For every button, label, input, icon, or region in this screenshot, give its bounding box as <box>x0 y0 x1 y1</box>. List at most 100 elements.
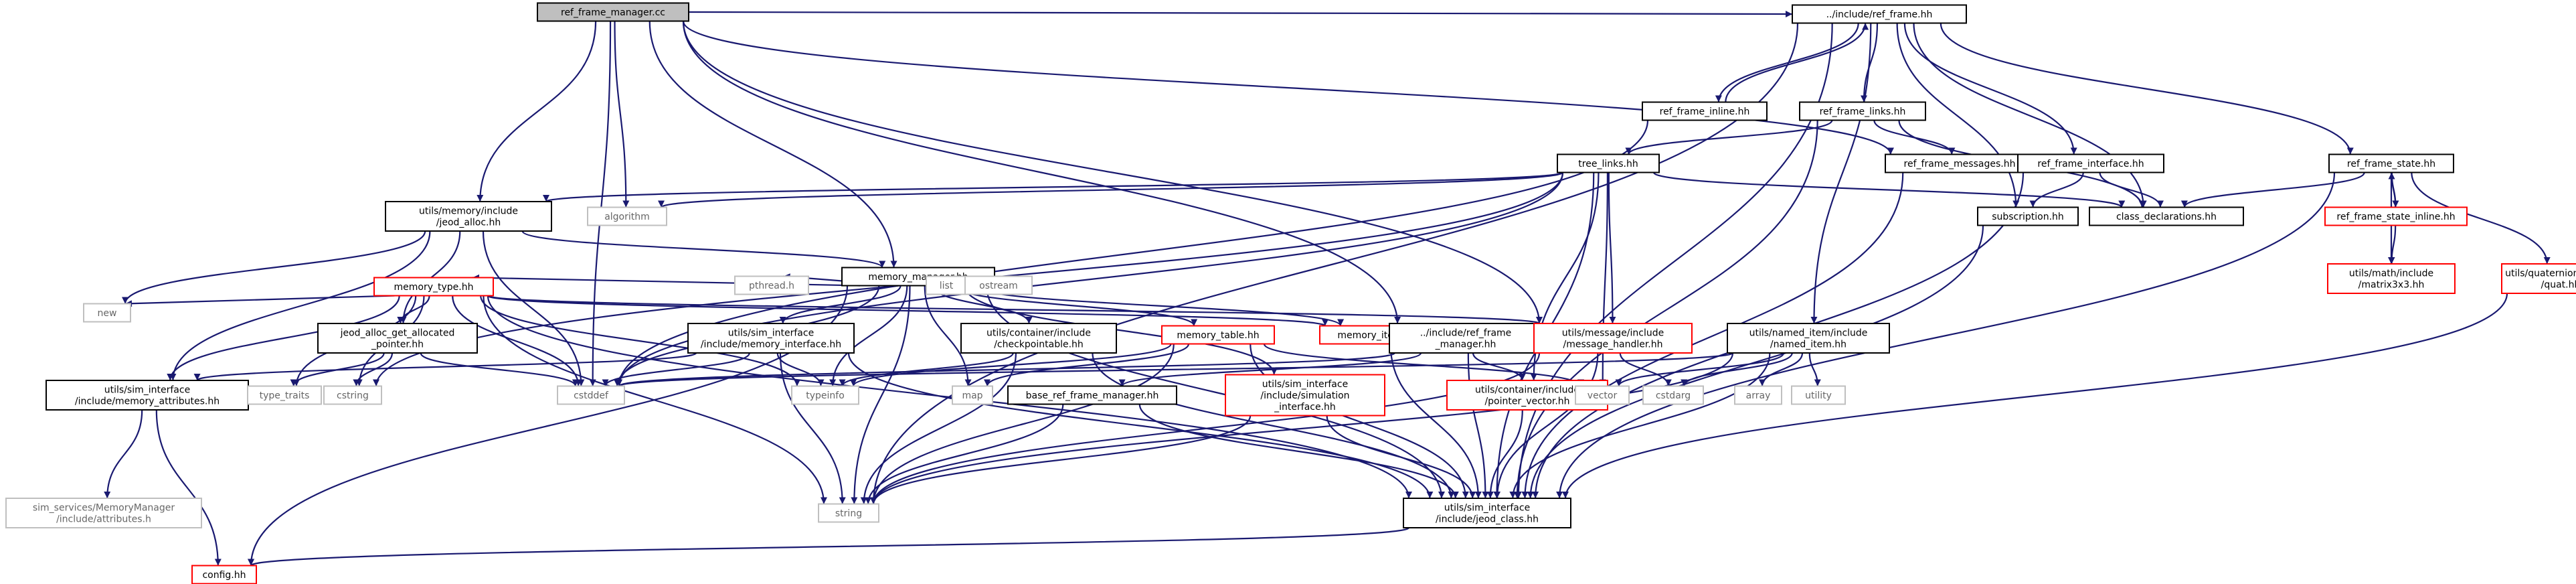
edge-arrowhead <box>1521 492 1529 498</box>
edge-ref-frame-to-jeod-class <box>1515 23 1833 499</box>
edge-arrowhead <box>1337 319 1345 326</box>
edge-base-rfm-to-string <box>865 404 1064 504</box>
node-message-handler[interactable]: utils/message/include/message_handler.hh <box>1533 323 1693 354</box>
node-label: _interface.hh <box>1274 402 1336 413</box>
node-rfm-hh[interactable]: ../include/ref_frame_manager.hh <box>1389 323 1543 354</box>
node-ref-frame[interactable]: ../include/ref_frame.hh <box>1792 4 1967 24</box>
node-list[interactable]: list <box>926 275 967 295</box>
node-ref-frame-inline[interactable]: ref_frame_inline.hh <box>1642 101 1768 121</box>
node-ref-frame-state-inline[interactable]: ref_frame_state_inline.hh <box>2324 206 2468 226</box>
node-cstdarg[interactable]: cstdarg <box>1642 385 1704 405</box>
node-ref-frame-state[interactable]: ref_frame_state.hh <box>2328 153 2454 173</box>
edge-arrowhead <box>477 195 484 202</box>
node-memory-table[interactable]: memory_table.hh <box>1161 325 1275 345</box>
node-get-alloc[interactable]: jeod_alloc_get_allocated_pointer.hh <box>317 323 478 354</box>
node-map[interactable]: map <box>952 385 993 405</box>
node-string[interactable]: string <box>818 503 879 523</box>
dependency-edges <box>104 10 2551 567</box>
node-box <box>2328 153 2454 173</box>
node-tree-links[interactable]: tree_links.hh <box>1557 153 1660 173</box>
edge-line <box>863 352 1017 504</box>
node-quat[interactable]: utils/quaternion/include/quat.hh <box>2501 263 2576 294</box>
edge-arrowhead <box>865 497 872 504</box>
edge-line <box>124 230 426 304</box>
dependency-nodes: ref_frame_manager.cc ../include/ref_frame… <box>5 2 2576 584</box>
node-jeod-class[interactable]: utils/sim_interface/include/jeod_class.h… <box>1403 498 1571 528</box>
node-cstring[interactable]: cstring <box>323 385 382 405</box>
node-new[interactable]: new <box>83 303 131 323</box>
node-array[interactable]: array <box>1734 385 1782 405</box>
node-box <box>734 275 809 295</box>
edge-arrowhead <box>779 317 786 323</box>
node-vector[interactable]: vector <box>1575 385 1630 405</box>
node-label: /include/memory_interface.hh <box>701 340 841 350</box>
node-ostream[interactable]: ostream <box>964 275 1033 295</box>
edge-arrowhead <box>1462 492 1469 498</box>
edge-arrowhead <box>214 559 222 566</box>
edge-arrowhead <box>879 261 886 268</box>
node-label: /include/attributes.h <box>56 514 151 525</box>
edge-arrowhead <box>839 497 846 504</box>
edge-line <box>1863 23 1879 102</box>
edge-arrowhead <box>622 200 630 208</box>
node-matrix3x3[interactable]: utils/math/include/matrix3x3.hh <box>2327 263 2456 294</box>
node-box <box>1885 153 2035 173</box>
edge-line <box>482 230 582 386</box>
node-label: utils/memory/include <box>419 206 518 217</box>
node-sim-iface[interactable]: utils/sim_interface/include/simulation_i… <box>1225 374 1385 417</box>
edge-arrowhead <box>1530 374 1537 380</box>
node-label: ref_frame_manager.cc <box>561 7 665 18</box>
node-label: string <box>835 508 862 519</box>
edge-line <box>1652 171 2123 208</box>
node-jeod-alloc[interactable]: utils/memory/include/jeod_alloc.hh <box>385 201 552 232</box>
node-memory-type[interactable]: memory_type.hh <box>373 277 494 297</box>
node-label: /quat.hh <box>2541 280 2576 291</box>
node-ref-frame-interface[interactable]: ref_frame_interface.hh <box>2017 153 2164 173</box>
edge-get-alloc-to-cstddef <box>420 352 579 386</box>
node-mem-attr[interactable]: utils/sim_interface/include/memory_attri… <box>46 380 249 411</box>
edge-arrowhead <box>1862 23 1869 30</box>
edge-arrowhead <box>1609 317 1616 323</box>
edge-ref-frame-state-to-class-declarations <box>2180 172 2365 208</box>
node-label: utils/sim_interface <box>728 328 814 339</box>
edge-line <box>1618 352 1785 386</box>
node-ref-frame-links[interactable]: ref_frame_links.hh <box>1799 101 1926 121</box>
node-utility[interactable]: utility <box>1791 385 1846 405</box>
edge-arrowhead <box>572 379 579 386</box>
node-box <box>1403 498 1571 528</box>
node-base-rfm[interactable]: base_ref_frame_manager.hh <box>1007 385 1177 405</box>
node-cstddef[interactable]: cstddef <box>557 385 625 405</box>
edge-arrowhead <box>1025 317 1033 323</box>
edge-line <box>1517 23 1833 499</box>
edge-line <box>1602 172 1609 386</box>
node-mem-iface[interactable]: utils/sim_interface/include/memory_inter… <box>687 323 855 354</box>
edge-checkpointable-to-string <box>860 352 1017 504</box>
edge-memory-manager-to-string <box>851 285 911 504</box>
node-label: base_ref_frame_manager.hh <box>1026 390 1159 401</box>
edge-line <box>1564 293 2508 499</box>
node-type-traits[interactable]: type_traits <box>247 385 322 405</box>
edge-ref-frame-inline-to-ref-frame <box>1725 23 1869 102</box>
edge-arrowhead <box>1452 492 1459 498</box>
node-root[interactable]: ref_frame_manager.cc <box>537 2 689 22</box>
node-attributes-h[interactable]: sim_services/MemoryManager/include/attri… <box>5 498 202 528</box>
node-label: ref_frame_state.hh <box>2347 159 2435 169</box>
node-config[interactable]: config.hh <box>191 565 257 584</box>
node-typeinfo[interactable]: typeinfo <box>791 385 859 405</box>
node-pointer-vector[interactable]: utils/container/include/pointer_vector.h… <box>1446 380 1608 411</box>
edge-sim-iface-to-string <box>870 415 1252 504</box>
edge-line <box>1608 172 1614 324</box>
node-ref-frame-messages[interactable]: ref_frame_messages.hh <box>1885 153 2035 173</box>
node-label: new <box>98 308 117 319</box>
edge-line <box>872 352 1734 504</box>
edge-arrowhead <box>817 379 825 386</box>
node-checkpointable[interactable]: utils/container/include/checkpointable.h… <box>960 323 1117 354</box>
edge-memory-type-to-string <box>483 295 827 504</box>
node-label: subscription.hh <box>1992 212 2064 222</box>
node-named-item[interactable]: utils/named_item/include/named_item.hh <box>1727 323 1890 354</box>
node-class-declarations[interactable]: class_declarations.hh <box>2089 206 2244 226</box>
edge-root-to-jeod-alloc <box>477 21 597 202</box>
node-pthread[interactable]: pthread.h <box>734 275 809 295</box>
node-subscription[interactable]: subscription.hh <box>1977 206 2079 226</box>
node-algorithm[interactable]: algorithm <box>587 206 667 226</box>
